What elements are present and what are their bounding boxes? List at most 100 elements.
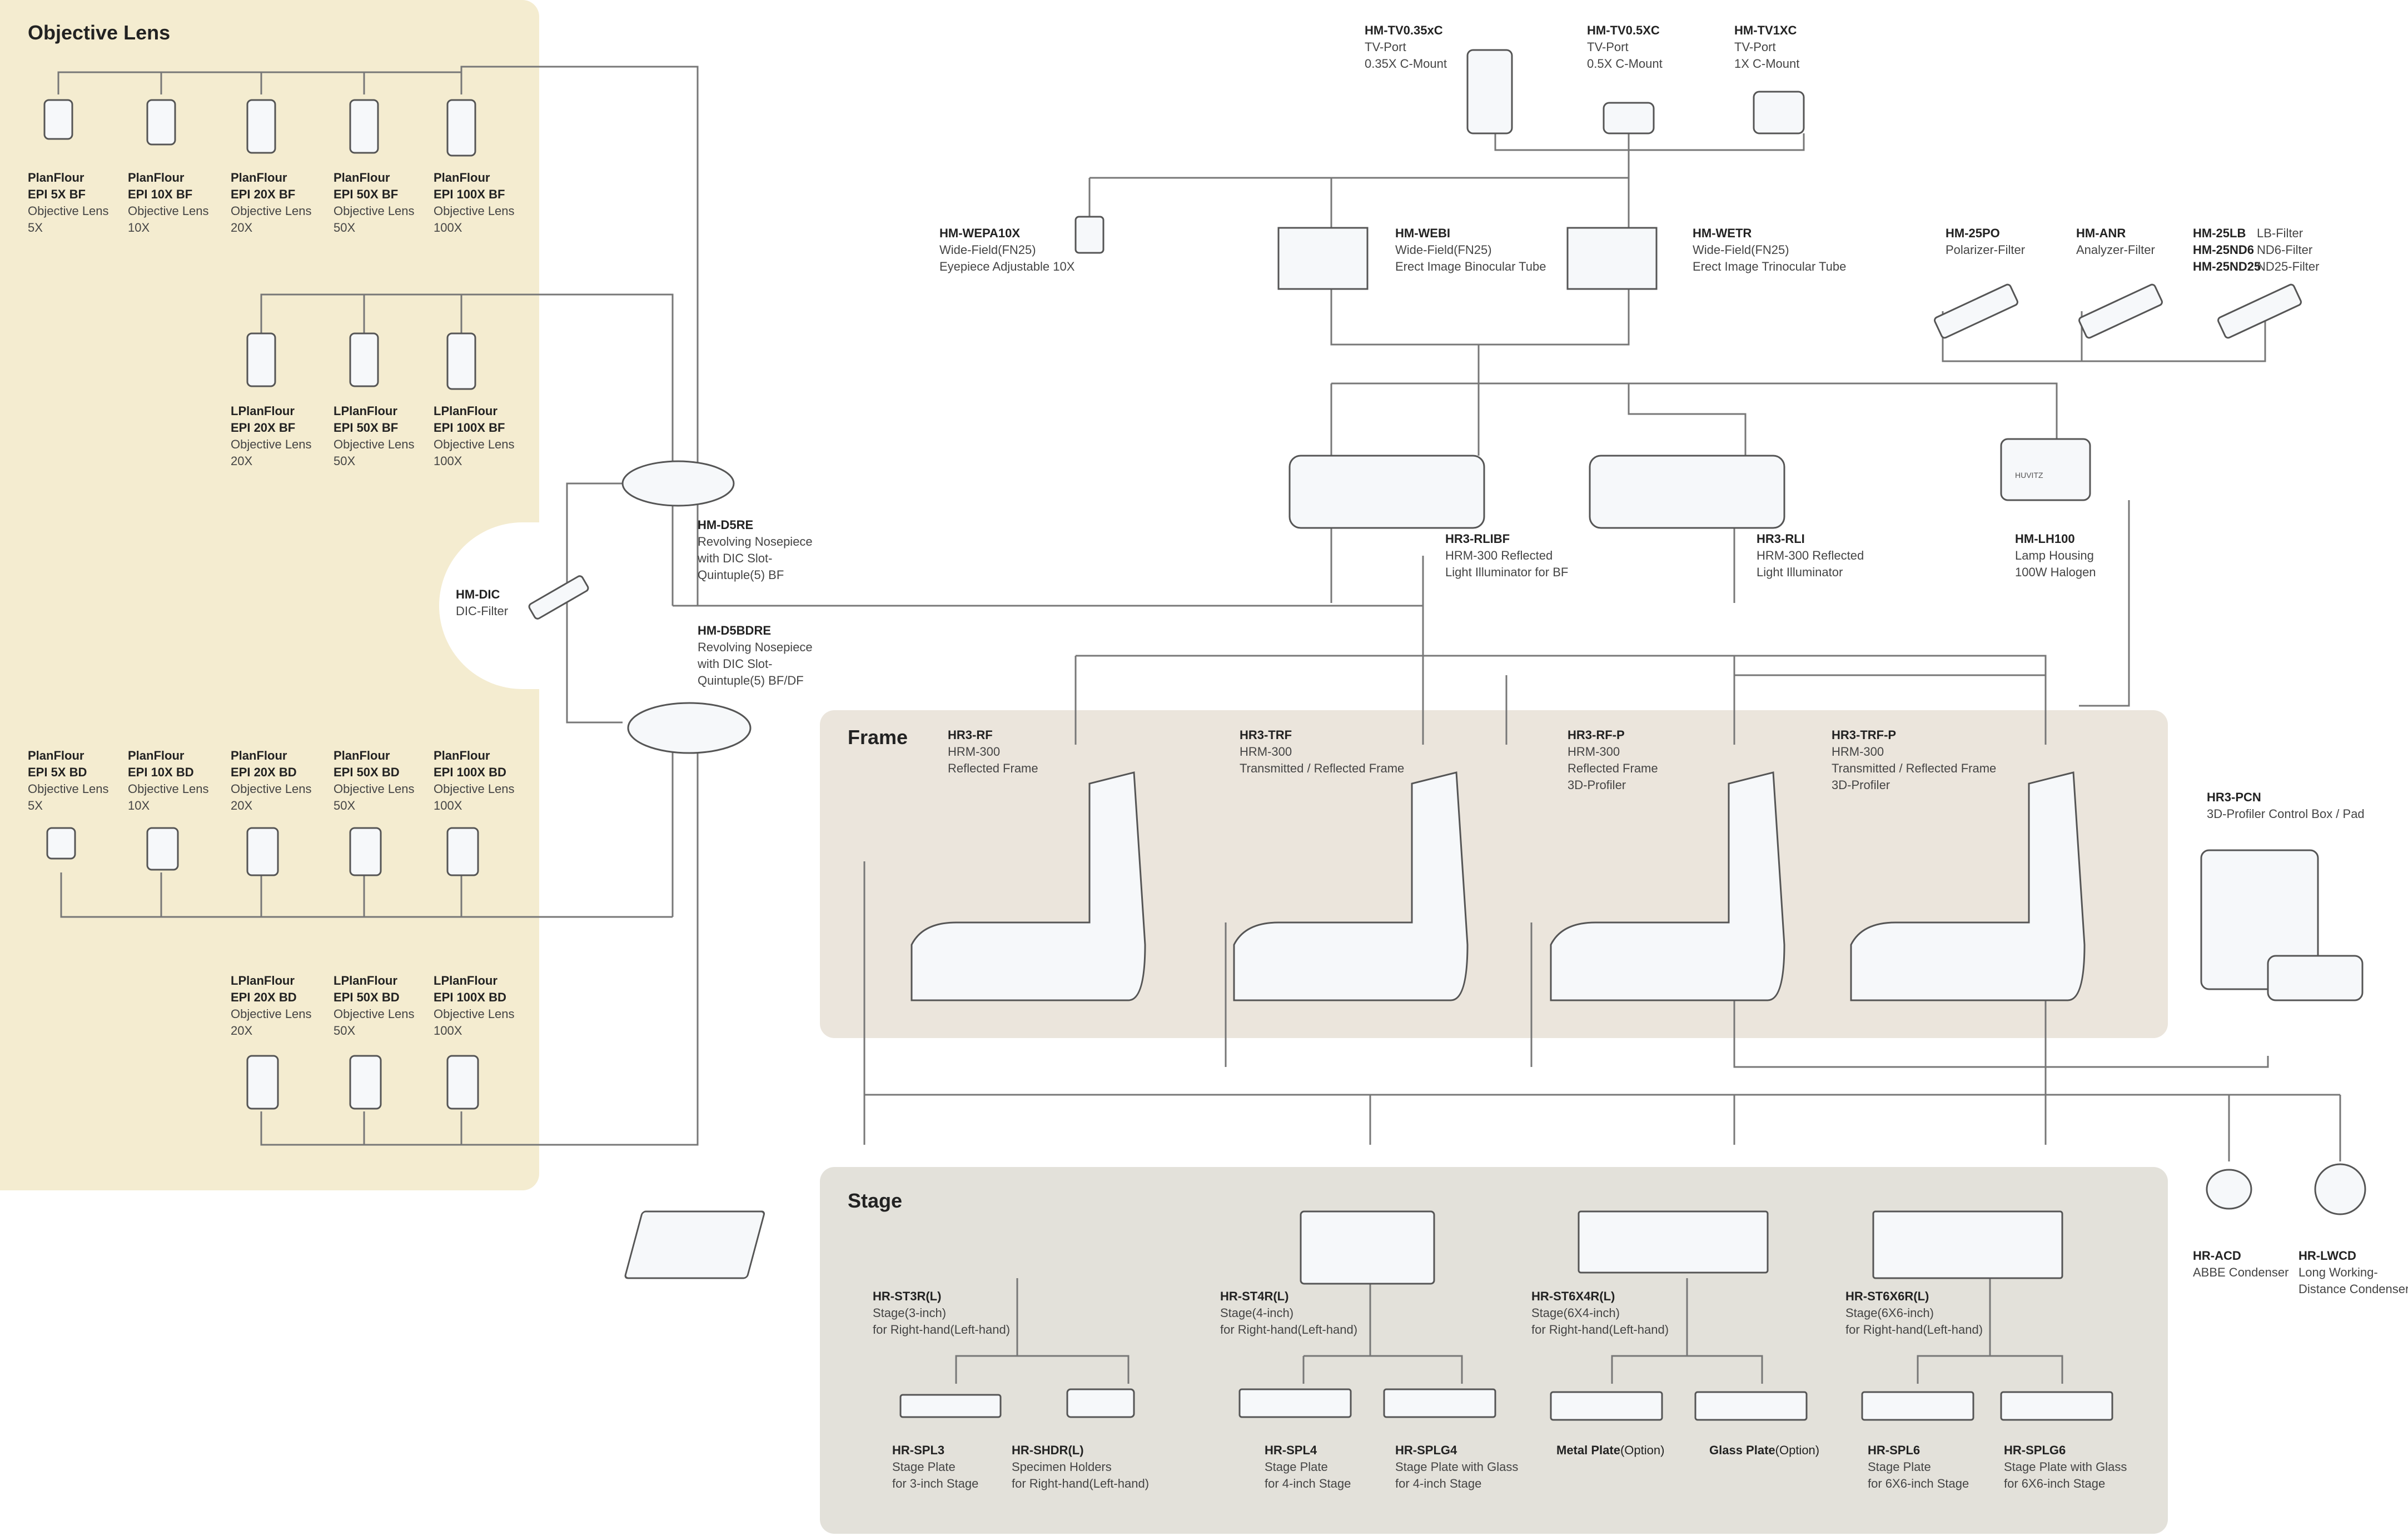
label-line: 100X xyxy=(434,221,462,235)
label-code: HM-WEPA10X xyxy=(939,226,1021,240)
label-line: Objective Lens xyxy=(334,204,415,218)
label-line: Light Illuminator for BF xyxy=(1445,565,1569,579)
label-code: HR-SPL6 xyxy=(1868,1443,1921,1457)
label-hmdic: HM-DIC DIC-Filter xyxy=(456,586,508,620)
label-code: HR-SPLG6 xyxy=(2004,1443,2066,1457)
label-line: DIC-Filter xyxy=(456,604,509,618)
label-line: Objective Lens xyxy=(231,204,312,218)
label-line: HM-25ND6 xyxy=(2193,243,2255,257)
label-line: HRM-300 xyxy=(1832,745,1884,759)
label-line: Reflected Frame xyxy=(1568,761,1658,775)
label-line: EPI 50X BF xyxy=(334,421,399,435)
label-line: HRM-300 xyxy=(948,745,1001,759)
label-code: HM-LH100 xyxy=(2015,532,2075,546)
label-code: PlanFlour xyxy=(231,171,287,184)
label-line: TV-Port xyxy=(1734,40,1776,54)
label-line: EPI 20X BD xyxy=(231,765,297,779)
label-line: Objective Lens xyxy=(434,782,515,796)
label-line: EPI 20X BD xyxy=(231,990,297,1004)
label-line: EPI 100X BF xyxy=(434,187,505,201)
label-line: EPI 100X BD xyxy=(434,765,506,779)
label-code: HR-ST6X4R(L) xyxy=(1531,1289,1615,1303)
label-line: EPI 100X BF xyxy=(434,421,505,435)
label-line: Transmitted / Reflected Frame xyxy=(1240,761,1405,775)
label-code: HM-25LB xyxy=(2193,226,2246,240)
label-code: HR3-RF-P xyxy=(1568,728,1625,742)
label-line: EPI 10X BD xyxy=(128,765,194,779)
label-line: Objective Lens xyxy=(231,1007,312,1021)
label-code: HR-SPL4 xyxy=(1265,1443,1317,1457)
label-acd: HR-ACD ABBE Condenser xyxy=(2193,1248,2288,1281)
label-line: 100X xyxy=(434,454,462,468)
label-line: Objective Lens xyxy=(28,204,109,218)
label-line: Objective Lens xyxy=(334,1007,415,1021)
label-line: Stage(6X4-inch) xyxy=(1531,1306,1620,1320)
stage-title: Stage xyxy=(848,1189,903,1212)
label-line: for Right-hand(Left-hand) xyxy=(873,1323,1011,1336)
label-code: HR-ST3R(L) xyxy=(873,1289,942,1303)
label-metal: Metal Plate(Option) xyxy=(1556,1442,1664,1459)
label-code: HM-WEBI xyxy=(1395,226,1450,240)
label-code: LPlanFlour xyxy=(231,974,295,988)
label-line: Eyepiece Adjustable 10X xyxy=(939,260,1075,273)
label-line: Quintuple(5) BF xyxy=(698,568,784,582)
label-line: 50X xyxy=(334,221,356,235)
label-code: LPlanFlour xyxy=(334,404,397,418)
label-line: Wide-Field(FN25) xyxy=(1693,243,1789,257)
label-line: ABBE Condenser xyxy=(2193,1265,2289,1279)
label-code: HM-TV0.5XC xyxy=(1587,23,1660,37)
label-line: Erect Image Trinocular Tube xyxy=(1693,260,1847,273)
label-line: 100X xyxy=(434,799,462,812)
label-line: EPI 20X BF xyxy=(231,421,296,435)
objective-lens-title: Objective Lens xyxy=(28,21,171,44)
label-code: HR3-TRF xyxy=(1240,728,1292,742)
label-line: 5X xyxy=(28,799,43,812)
label-side-line: ND6-Filter xyxy=(2257,243,2313,257)
label-line: for 4-inch Stage xyxy=(1265,1477,1351,1490)
label-line: 0.35X C-Mount xyxy=(1365,57,1447,71)
label-code: HR-LWCD xyxy=(2298,1249,2356,1263)
label-line: Objective Lens xyxy=(128,204,209,218)
label-code: HR3-RLIBF xyxy=(1445,532,1510,546)
label-st4r: HR-ST4R(L)Stage(4-inch)for Right-hand(Le… xyxy=(1220,1288,1357,1338)
label-code: HR3-RF xyxy=(948,728,993,742)
label-code: HR-ACD xyxy=(2193,1249,2241,1263)
label-code: HM-DIC xyxy=(456,587,500,601)
label-code: LPlanFlour xyxy=(231,404,295,418)
label-line: for Right-hand(Left-hand) xyxy=(1531,1323,1669,1336)
label-line: Revolving Nosepiece xyxy=(698,535,813,548)
label-code: PlanFlour xyxy=(434,171,490,184)
label-line: HRM-300 xyxy=(1568,745,1620,759)
label-code: HR-ST4R(L) xyxy=(1220,1289,1289,1303)
label-line: Long Working- xyxy=(2298,1265,2378,1279)
label-code: PlanFlour xyxy=(334,171,390,184)
label-code: HR-SHDR(L) xyxy=(1012,1443,1084,1457)
label-code: LPlanFlour xyxy=(334,974,397,988)
label-line: EPI 10X BF xyxy=(128,187,193,201)
label-line: Reflected Frame xyxy=(948,761,1038,775)
label-line: 10X xyxy=(128,799,150,812)
label-st3r: HR-ST3R(L)Stage(3-inch)for Right-hand(Le… xyxy=(873,1288,1010,1338)
label-code: HM-25PO xyxy=(1946,226,2000,240)
label-code: Glass Plate(Option) xyxy=(1709,1443,1820,1457)
label-line: Objective Lens xyxy=(231,782,312,796)
